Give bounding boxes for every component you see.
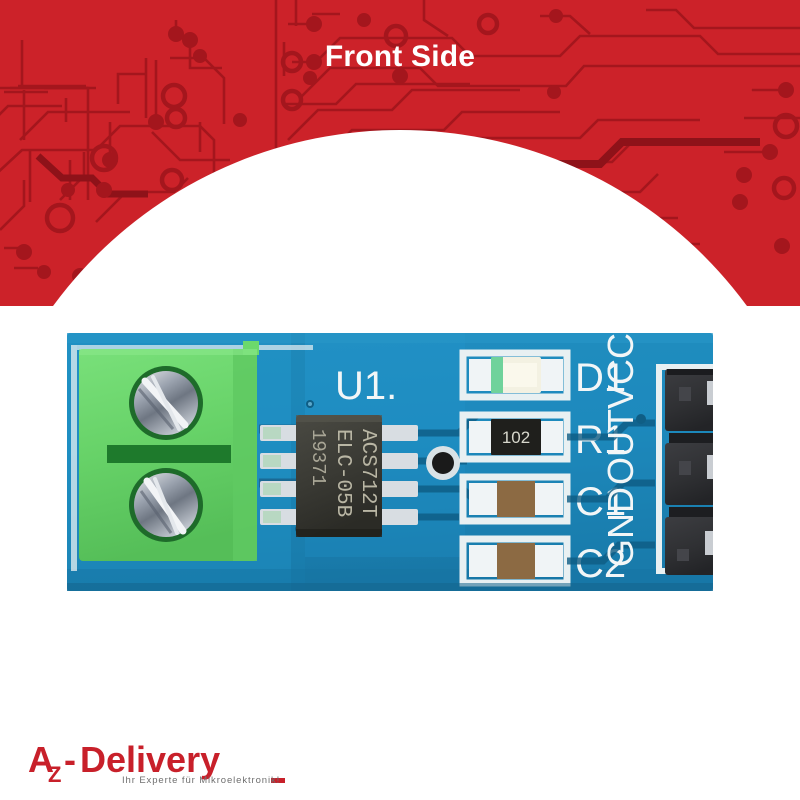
- component-c2: [459, 535, 571, 587]
- pcb-bottom-edge: [67, 583, 713, 591]
- svg-text:19371: 19371: [307, 429, 329, 486]
- banner-background: [0, 0, 800, 306]
- r1-marking: 102: [502, 428, 530, 447]
- silkscreen-u1: U1.: [335, 364, 397, 408]
- component-d1: [459, 349, 571, 401]
- pin-header-3p: [665, 369, 713, 575]
- pin-label-out: OUT: [600, 409, 641, 485]
- pcb-graphic: U1.: [67, 333, 713, 591]
- accent-trace-left: [35, 153, 148, 198]
- svg-text:ELC-05B: ELC-05B: [331, 429, 354, 517]
- trace-vias: [44, 12, 800, 234]
- brand-logo: A Z - Delivery Ihr Experte für Mikroelek…: [28, 742, 328, 790]
- trace-pads: [16, 9, 794, 284]
- terminal-screw-1: [129, 366, 203, 440]
- logo-accent-bar: [271, 778, 285, 783]
- logo-letter-z: Z: [48, 762, 61, 787]
- circuit-trace-pattern: [0, 20, 230, 270]
- logo-wordmark: Delivery: [80, 742, 220, 780]
- logo-dash: -: [64, 742, 76, 780]
- pin-label-vcc: VCC: [600, 333, 641, 409]
- brand-logo-graphic: A Z - Delivery: [28, 742, 285, 787]
- terminal-screw-2: [129, 468, 203, 542]
- header-gap-1: [669, 433, 713, 443]
- header-pin-vcc: [665, 369, 713, 431]
- screw-terminal-block: [79, 341, 259, 561]
- via-large: [426, 446, 460, 480]
- banner-graphic: [0, 0, 800, 306]
- component-r1: 102: [459, 411, 571, 463]
- product-photo-area: U1.: [0, 306, 800, 726]
- header-gap-2: [669, 507, 713, 517]
- header-pin-gnd: [665, 517, 713, 575]
- page-title: Front Side: [324, 40, 476, 73]
- component-c1: [459, 473, 571, 525]
- ic-acs712: ACS712T ELC-05B 19371: [260, 415, 418, 537]
- via-header: [636, 414, 646, 424]
- accent-trace-right: [287, 138, 760, 217]
- svg-text:ACS712T: ACS712T: [356, 429, 379, 517]
- header-banner: Front Side: [0, 0, 800, 306]
- logo-letter-a: A: [28, 742, 54, 780]
- logo-tagline: Ihr Experte für Mikroelektronik!: [122, 775, 281, 786]
- ic-pins-left: [260, 425, 304, 525]
- header-pin-out: [665, 443, 713, 505]
- component-pad-group: 102: [459, 349, 571, 587]
- silkscreen-edge-line: [71, 345, 77, 571]
- pin-label-group: GND OUT VCC: [600, 333, 641, 567]
- silkscreen-d1: D1: [575, 356, 626, 400]
- pcb-module: U1.: [67, 333, 713, 591]
- pin-label-gnd: GND: [600, 487, 641, 567]
- silkscreen-top-line: [77, 345, 313, 350]
- ic-pins-right: [374, 425, 418, 525]
- ic-marking: ACS712T ELC-05B 19371: [307, 429, 379, 517]
